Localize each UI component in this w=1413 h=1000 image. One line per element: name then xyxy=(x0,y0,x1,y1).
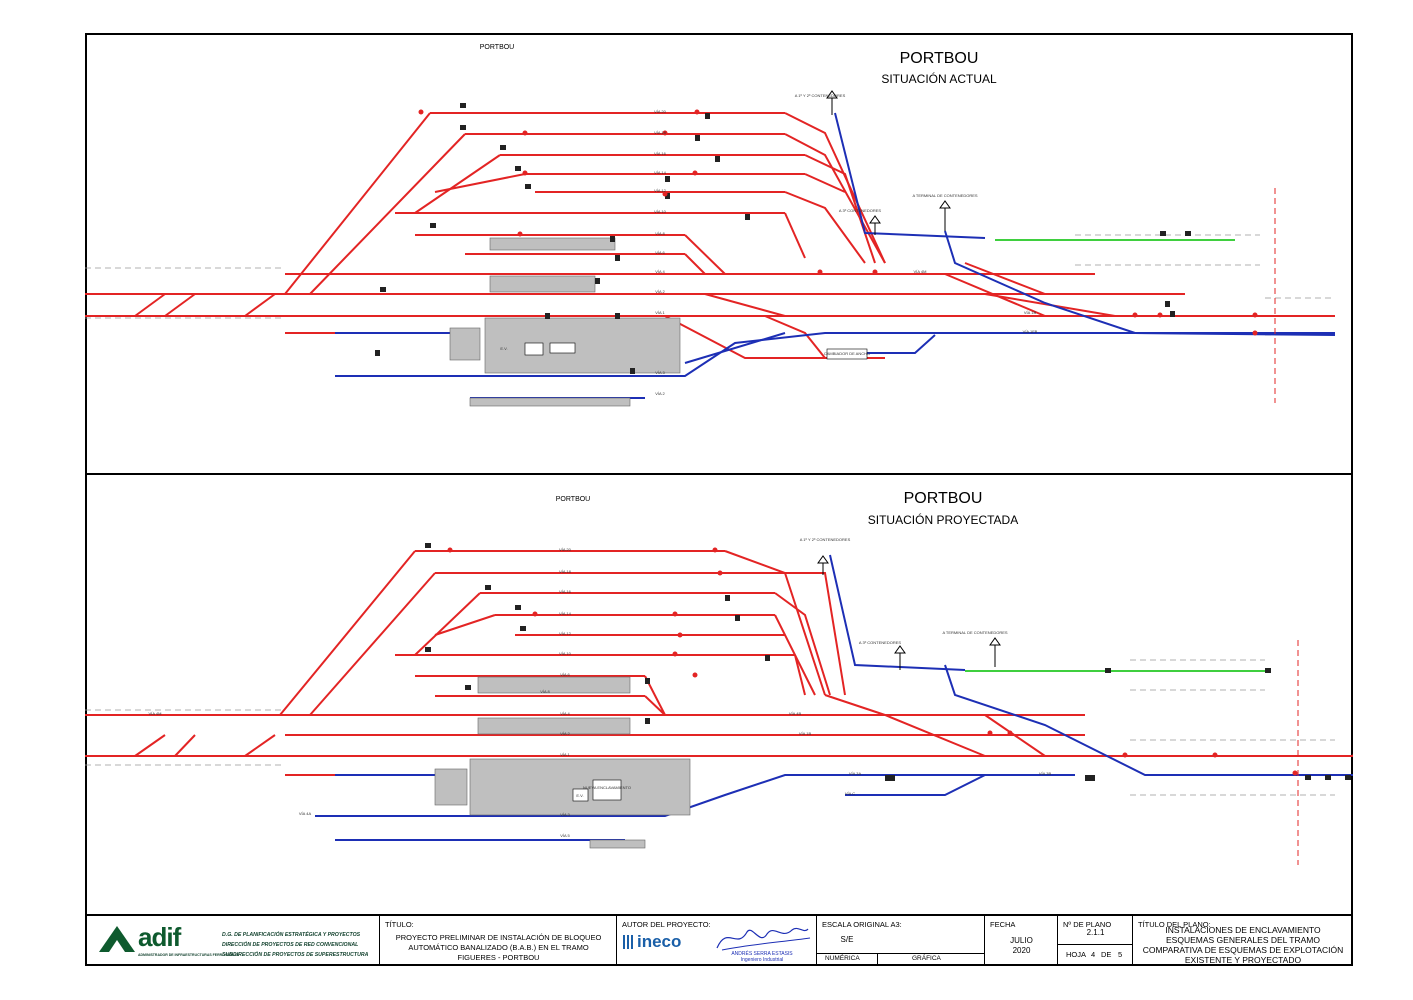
title-block-plano: Nº DE PLANO 2.1.1 HOJA 4 DE 5 xyxy=(1058,916,1133,966)
title-block-escala: ESCALA ORIGINAL A3: S/E NUMÉRICA GRÁFICA xyxy=(817,916,985,966)
panel-title: PORTBOU xyxy=(903,490,983,507)
track-label: VÍA 12 xyxy=(559,631,571,636)
titulo-plano-label: TÍTULO DEL PLANO: xyxy=(1138,920,1211,929)
annotation-ev: E.V. xyxy=(576,793,584,798)
panel-subtitle: SITUACIÓN ACTUAL xyxy=(881,72,997,86)
fecha-label: FECHA xyxy=(990,920,1016,929)
track-label: VÍA 5 xyxy=(560,833,570,838)
titulo-plano-line: INSTALACIONES DE ENCLAVAMIENTO xyxy=(1165,925,1321,935)
track-label: VÍA 4B xyxy=(788,711,802,716)
annotation-contenedores-3: A 3º CONTENEDORES xyxy=(838,208,882,213)
track-label: VÍA 12 xyxy=(654,188,666,193)
track-label: VÍA 3 xyxy=(655,370,665,375)
track-label: VÍA 16 xyxy=(559,589,571,594)
ineco-bars-icon xyxy=(623,935,633,949)
dept-line: SUBDIRECCIÓN DE PROYECTOS DE SUPERESTRUC… xyxy=(222,952,369,958)
track-label: VÍA 20 xyxy=(559,547,571,552)
annotation-contenedores-1-2: A 1º Y 2º CONTENEDORES xyxy=(794,93,846,98)
annotation-ev: E.V. xyxy=(500,346,508,351)
annotation-terminal: A TERMINAL DE CONTENEDORES xyxy=(942,630,1008,635)
annotation-cambiador: CAMBIADOR DE ANCHO xyxy=(823,351,871,356)
plano-value: 2.1.1 xyxy=(1086,928,1105,937)
signature-icon xyxy=(716,927,811,951)
autor-label: AUTOR DEL PROYECTO: xyxy=(622,920,711,929)
autor-role: Ingeniero Industrial xyxy=(740,957,784,963)
dept-line: DIRECCIÓN DE PROYECTOS DE RED CONVENCION… xyxy=(222,942,359,948)
track-label: VÍA 10 xyxy=(654,209,666,214)
panel-situacion-actual: PORTBOU PORTBOU SITUACIÓN ACTUAL VÍA 20 … xyxy=(85,33,1353,475)
fecha-year: 2020 xyxy=(1012,946,1031,955)
track-label: VÍA 8 xyxy=(540,689,550,694)
dept-line: D.G. DE PLANIFICACIÓN ESTRATÉGICA Y PROY… xyxy=(222,932,361,938)
drawing-frame xyxy=(85,33,1353,966)
track-schematic-actual xyxy=(85,90,1336,407)
hoja-total: 5 xyxy=(1118,950,1123,959)
titulo-label: TÍTULO: xyxy=(385,920,414,929)
fecha-month: JULIO xyxy=(1010,936,1033,945)
track-label: VÍA 4M xyxy=(148,711,162,716)
track-label: VÍA 16 xyxy=(654,151,666,156)
annotation-nueva: NUEVA ENCLAVAMIENTO xyxy=(583,785,631,790)
panel-title: PORTBOU xyxy=(899,50,979,67)
title-block-autor: AUTOR DEL PROYECTO: ineco ANDRÉS SERRA E… xyxy=(617,916,817,966)
track-label: VÍA 18 xyxy=(559,569,571,574)
track-label: VÍA 4 xyxy=(655,269,665,274)
small-heading: PORTBOU xyxy=(479,44,515,51)
title-block-titulo: TÍTULO: PROYECTO PRELIMINAR DE INSTALACI… xyxy=(380,916,617,966)
track-label: VÍA 4 xyxy=(560,711,570,716)
track-label: VÍA 2 xyxy=(655,391,665,396)
panel-subtitle: SITUACIÓN PROYECTADA xyxy=(867,513,1019,527)
track-label: VÍA 2 xyxy=(655,289,665,294)
hoja-value: 4 xyxy=(1091,950,1096,959)
org-logo-text: adif xyxy=(138,922,181,952)
hoja-label: HOJA xyxy=(1066,950,1087,959)
track-label: VÍA 6 xyxy=(560,672,570,677)
track-label: VÍA 14 xyxy=(654,170,666,175)
track-schematic-proyectada xyxy=(85,543,1353,865)
track-label: VÍA 4A xyxy=(298,811,312,816)
small-heading: PORTBOU xyxy=(555,496,591,503)
annotation-contenedores-3: A 3º CONTENEDORES xyxy=(858,640,902,645)
org-subtitle: ADMINISTRADOR DE INFRAESTRUCTURAS FERROV… xyxy=(138,953,240,957)
track-label: VÍA 1B xyxy=(1023,310,1037,315)
titulo-plano-line: ESQUEMAS GENERALES DEL TRAMO xyxy=(1166,935,1320,945)
track-label: VÍA 1B xyxy=(798,731,812,736)
track-label: VÍA 10 xyxy=(559,651,571,656)
track-label: VÍA 6 xyxy=(655,250,665,255)
adif-logo-icon xyxy=(99,926,135,952)
autor-company: ineco xyxy=(637,932,682,951)
titulo-plano-line: COMPARATIVA DE ESQUEMAS DE EXPLOTACIÓN xyxy=(1142,945,1344,955)
grafica-label: GRÁFICA xyxy=(912,955,941,962)
title-block-org xyxy=(87,916,380,966)
track-label: VÍA 8 xyxy=(655,231,665,236)
autor-name: ANDRÉS SERRA ESTASIS xyxy=(731,951,793,957)
track-label: VÍA 3A xyxy=(848,771,862,776)
numerica-label: NUMÉRICA xyxy=(825,955,860,962)
title-block-fecha: FECHA JULIO 2020 xyxy=(985,916,1058,966)
track-label: VÍA 1 xyxy=(655,310,665,315)
track-label: VÍA 20 xyxy=(654,109,666,114)
track-label: VÍA C xyxy=(844,791,856,796)
annotation-terminal: A TERMINAL DE CONTENEDORES xyxy=(912,193,978,198)
titulo-text: PROYECTO PRELIMINAR DE INSTALACIÓN DE BL… xyxy=(395,933,602,962)
titulo-plano-line: EXISTENTE Y PROYECTADO xyxy=(1184,955,1302,965)
track-label: VÍA 1FB xyxy=(1022,329,1038,334)
plano-label: Nº DE PLANO xyxy=(1063,920,1112,929)
hoja-de: DE xyxy=(1101,950,1112,959)
track-label: VÍA 4M xyxy=(913,269,927,274)
track-label: VÍA 3B xyxy=(1038,771,1052,776)
panel-situacion-proyectada: PORTBOU PORTBOU SITUACIÓN PROYECTADA VÍA… xyxy=(85,475,1353,916)
track-label: VÍA 2 xyxy=(560,731,570,736)
track-label: VÍA 3 xyxy=(560,812,570,817)
escala-value: S/E xyxy=(840,935,854,944)
track-label: VÍA 1 xyxy=(560,752,570,757)
annotation-contenedores-1-2: A 1º Y 2º CONTENEDORES xyxy=(799,537,851,542)
title-block-titulo-plano: TÍTULO DEL PLANO: INSTALACIONES DE ENCLA… xyxy=(1133,916,1353,966)
track-label: VÍA 14 xyxy=(559,611,571,616)
escala-label: ESCALA ORIGINAL A3: xyxy=(822,920,902,929)
track-label: VÍA 18 xyxy=(654,130,666,135)
